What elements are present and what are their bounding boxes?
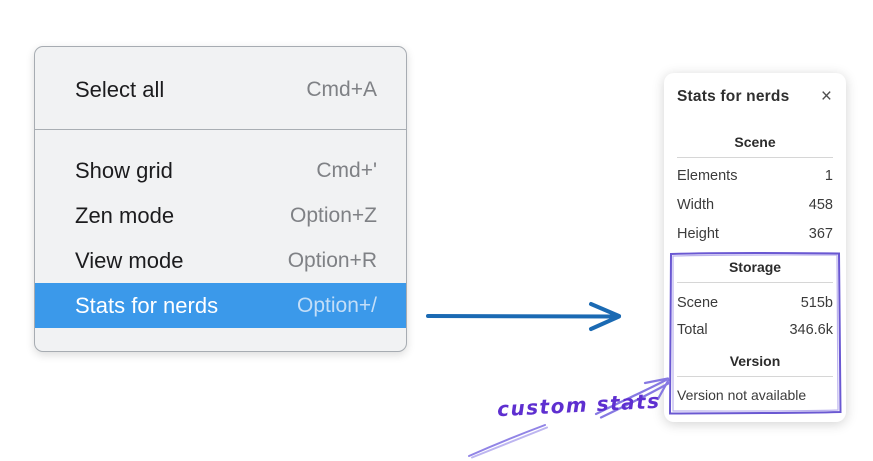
stat-row-elements: Elements 1 (677, 161, 833, 190)
menu-item-shortcut: Cmd+A (306, 78, 377, 101)
annotation-custom-stats-text: custom stats (496, 388, 662, 422)
stat-label: Elements (677, 167, 738, 184)
menu-item-shortcut: Option+/ (297, 293, 377, 317)
stat-label: Total (677, 321, 708, 338)
arrow-menu-to-panel-icon (426, 302, 621, 331)
stat-row-height: Height 367 (677, 219, 833, 248)
stat-row-scene-size: Scene 515b (677, 289, 833, 316)
menu-item-show-grid[interactable]: Show grid Cmd+' (35, 148, 406, 193)
stat-row-width: Width 458 (677, 190, 833, 219)
version-note: Version not available (677, 387, 807, 403)
stat-label: Height (677, 225, 719, 242)
menu-item-label: Select all (75, 77, 165, 102)
menu-item-label: Show grid (75, 157, 173, 183)
menu-item-stats-for-nerds[interactable]: Stats for nerds Option+/ (35, 283, 406, 328)
stat-value: 458 (808, 196, 833, 213)
stat-label: Scene (677, 294, 719, 311)
storage-stats: Scene 515b Total 346.6k (677, 289, 833, 343)
section-divider (677, 157, 833, 158)
stat-row-total-size: Total 346.6k (677, 316, 833, 343)
menu-item-label: View mode (75, 247, 184, 273)
stat-value: 515b (800, 294, 833, 311)
menu-item-shortcut: Option+R (287, 248, 377, 272)
stats-panel: Stats for nerds × Scene Elements 1 Width… (664, 73, 846, 422)
stats-panel-title: Stats for nerds (677, 88, 790, 105)
menu-item-zen-mode[interactable]: Zen mode Option+Z (35, 193, 406, 238)
menu-item-select-all[interactable]: Select all Cmd+A (35, 59, 406, 121)
stat-value: 346.6k (789, 321, 833, 338)
annotation-line-icon (468, 424, 548, 459)
close-icon[interactable]: × (820, 86, 832, 107)
section-heading-scene: Scene (734, 134, 776, 150)
context-menu: Select all Cmd+A Show grid Cmd+' Zen mod… (34, 46, 407, 352)
menu-item-shortcut: Option+Z (290, 203, 377, 227)
stat-value: 1 (824, 167, 833, 184)
stat-value: 367 (808, 225, 833, 242)
menu-item-label: Stats for nerds (75, 292, 219, 318)
menu-divider (35, 129, 406, 130)
section-heading-version: Version (729, 353, 781, 369)
menu-item-label: Zen mode (75, 202, 175, 228)
stats-panel-header: Stats for nerds × (677, 87, 833, 107)
section-divider (677, 376, 833, 377)
section-divider (677, 282, 833, 283)
stat-label: Width (677, 196, 715, 213)
menu-item-view-mode[interactable]: View mode Option+R (35, 238, 406, 283)
menu-item-shortcut: Cmd+' (316, 158, 377, 182)
section-heading-storage: Storage (728, 259, 782, 275)
scene-stats: Elements 1 Width 458 Height 367 (677, 161, 833, 248)
